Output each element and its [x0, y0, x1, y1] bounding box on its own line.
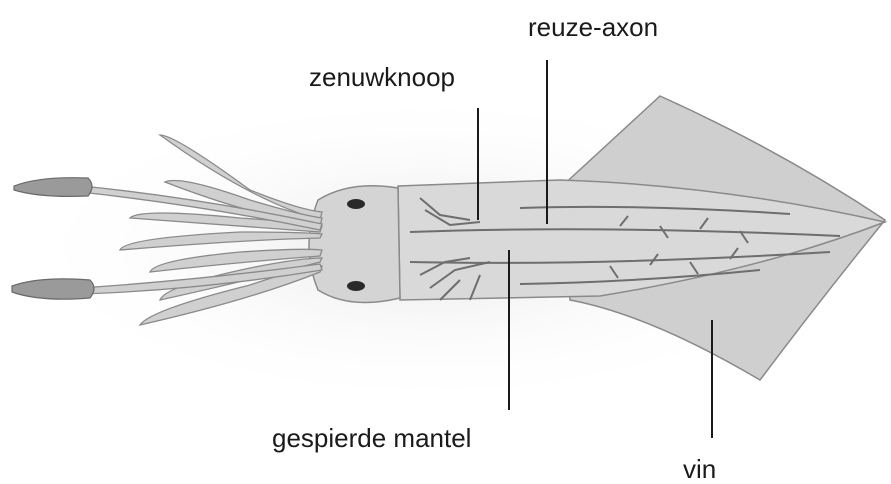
label-muscular-mantle: gespierde mantel [272, 425, 471, 451]
label-fin: vin [683, 456, 716, 482]
label-ganglion: zenuwknoop [309, 64, 455, 90]
tentacle-club-upper [14, 178, 92, 197]
label-giant-axon: reuze-axon [528, 14, 658, 40]
eye-upper [347, 199, 365, 209]
eye-lower [347, 281, 365, 291]
tentacle-club-lower [12, 279, 94, 299]
